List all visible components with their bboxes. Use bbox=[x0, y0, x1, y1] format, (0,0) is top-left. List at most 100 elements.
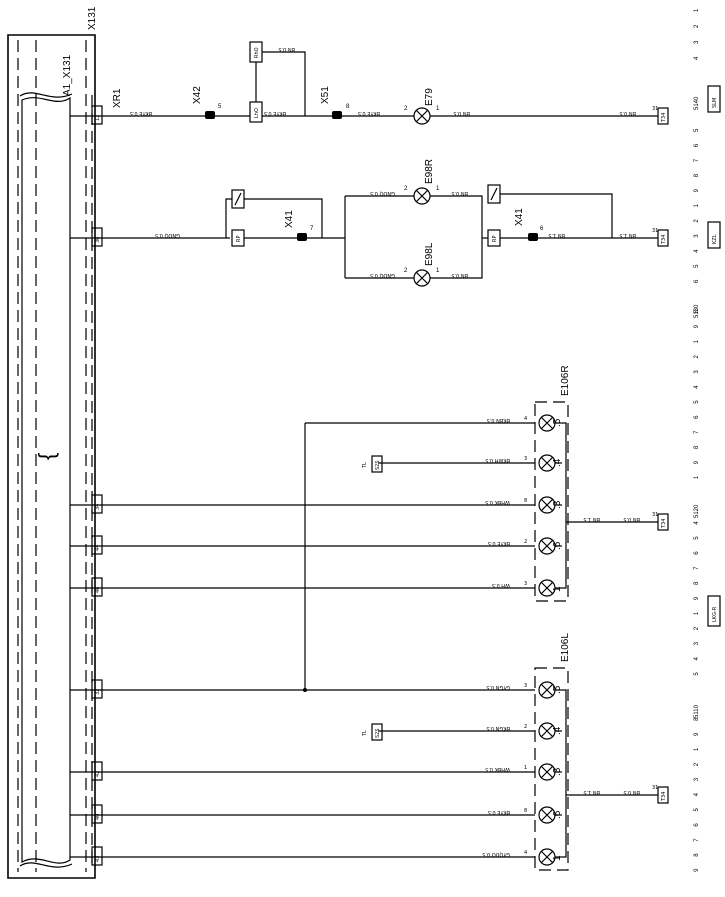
x42-label: X42 bbox=[192, 86, 203, 104]
lamp-pin-label: .6 bbox=[552, 810, 563, 819]
ruler-digit: 4 bbox=[694, 657, 700, 661]
ruler-digit: 1 bbox=[694, 611, 700, 615]
ruler-digit: 9 bbox=[694, 596, 700, 600]
ruler-digit: 1 bbox=[694, 339, 700, 343]
e79-lamp-cross bbox=[415, 109, 429, 123]
lamp-pin-label: 1 bbox=[552, 586, 563, 592]
ref-box-l-pin: TL bbox=[362, 730, 368, 737]
lamp-cross bbox=[540, 808, 554, 822]
lamp-pin-label: .5 bbox=[552, 418, 563, 427]
ruler-digit: 3 bbox=[694, 234, 700, 238]
wire-label-18: WH 0.5 bbox=[492, 582, 510, 588]
ruler-section-5110: 5110 bbox=[694, 704, 700, 718]
ruler-digit: 5 bbox=[694, 400, 700, 404]
pin-box bbox=[91, 227, 103, 247]
x51-pin: 8 bbox=[346, 104, 350, 110]
lamp-wire-num: 2 bbox=[524, 724, 527, 730]
ruler-top-digit: 2 bbox=[694, 24, 700, 28]
section-box-slm bbox=[707, 85, 721, 113]
harness-wires bbox=[70, 115, 535, 858]
wire-label-9: GNOQ 0.5 bbox=[370, 272, 395, 278]
ruler-digit: 8 bbox=[694, 717, 700, 721]
e98l-label: E98L bbox=[424, 242, 435, 266]
ground-2-num: 31 bbox=[652, 228, 658, 234]
wire-label-10: BN 0.5 bbox=[451, 190, 468, 196]
ruler-top-digit: 1 bbox=[694, 8, 700, 12]
wire-label-17: BKYE 0.5 bbox=[488, 540, 510, 546]
ruler-digit: 2 bbox=[694, 762, 700, 766]
pin-box bbox=[91, 577, 103, 597]
wire-label-20: BN 0.5 bbox=[623, 516, 640, 522]
pin-box bbox=[91, 494, 103, 514]
wire-label-5: BN 0.5 bbox=[453, 110, 470, 116]
wire-e98-join bbox=[430, 195, 483, 279]
section-box-lkgr bbox=[707, 595, 721, 627]
lamp-pin-label: .5 bbox=[552, 685, 563, 694]
wire-label-14: BKBN 0.5 bbox=[487, 417, 510, 423]
ruler-digit: 8 bbox=[694, 853, 700, 857]
ruler-digit: 5 bbox=[694, 672, 700, 676]
wire-label-27: BN 0.5 bbox=[623, 789, 640, 795]
ruler-digit: 8 bbox=[694, 309, 700, 313]
x41a-pin: 7 bbox=[310, 226, 314, 232]
lamp-cross bbox=[540, 498, 554, 512]
x41a-connector bbox=[297, 233, 307, 241]
ruler-digit: 1 bbox=[694, 204, 700, 208]
e106r-common-bus bbox=[562, 422, 567, 589]
ref-box-l-label: S2S bbox=[375, 728, 381, 738]
ruler-digit: 5 bbox=[694, 808, 700, 812]
wire-label-21: GYGN 0.5 bbox=[486, 684, 510, 690]
lamp-cross bbox=[540, 850, 554, 864]
wire-rho-out bbox=[262, 51, 306, 116]
ruler-digit: 5 bbox=[694, 536, 700, 540]
ref-box-r-pin: TL bbox=[362, 462, 368, 469]
ground-4-num: 31 bbox=[652, 785, 658, 791]
e106r-label: E106R bbox=[560, 365, 571, 396]
ruler-digit: 9 bbox=[694, 324, 700, 328]
lamp-wire-num: 4 bbox=[524, 416, 527, 422]
ruler-section-5130: 5130 bbox=[694, 304, 700, 318]
pin-box bbox=[91, 846, 103, 866]
harness-outer-frame bbox=[7, 34, 96, 879]
wire-label-6: BN 0.5 bbox=[619, 110, 636, 116]
e79-label: E79 bbox=[424, 88, 435, 106]
ruler-digit: 7 bbox=[694, 566, 700, 570]
lamp-cross bbox=[540, 683, 554, 697]
lamp-wire-num: 2 bbox=[524, 539, 527, 545]
ruler-digit: 5 bbox=[694, 128, 700, 132]
wire-switch-a-left bbox=[225, 198, 232, 238]
x51-connector bbox=[332, 111, 342, 119]
pin-box bbox=[91, 105, 103, 125]
ruler-digit: 4 bbox=[694, 385, 700, 389]
lamp-cross bbox=[540, 724, 554, 738]
ruler-digit: 4 bbox=[694, 792, 700, 796]
lamp-wire-num: 8 bbox=[524, 498, 527, 504]
ruler-digit: 8 bbox=[694, 445, 700, 449]
ground-box-3 bbox=[657, 513, 669, 531]
pin-number: 46 bbox=[95, 587, 101, 593]
ruler-digit: 8 bbox=[694, 173, 700, 177]
ruler-digit: 6 bbox=[694, 551, 700, 555]
pin-box bbox=[91, 679, 103, 699]
pin-number: 36 bbox=[95, 237, 101, 243]
ground-box-3-label: T34 bbox=[661, 519, 667, 529]
x41a-label: X41 bbox=[284, 210, 295, 228]
harness-tube bbox=[21, 96, 71, 864]
ground-3-num: 31 bbox=[652, 512, 658, 518]
ground-box-1-label: T34 bbox=[661, 113, 667, 123]
lamp-cross bbox=[540, 765, 554, 779]
lamp-pin-label: .3 bbox=[552, 500, 563, 509]
ground-box-1 bbox=[657, 107, 669, 125]
section-slm-label: SLM bbox=[712, 98, 718, 108]
lamp-pin-label: .6 bbox=[552, 541, 563, 550]
wire-label-15: BKWH 0.5 bbox=[485, 457, 510, 463]
x42-connector bbox=[205, 111, 215, 119]
ruler-digit: 9 bbox=[694, 868, 700, 872]
e79-pin-out: 1 bbox=[436, 106, 440, 112]
wire-label-16: WHBK 0.5 bbox=[485, 499, 510, 505]
outer-connector-label: X131 bbox=[87, 6, 98, 30]
ruler-section-5140: 5140 bbox=[694, 96, 700, 110]
ruler-top-digit: 3 bbox=[694, 40, 700, 44]
